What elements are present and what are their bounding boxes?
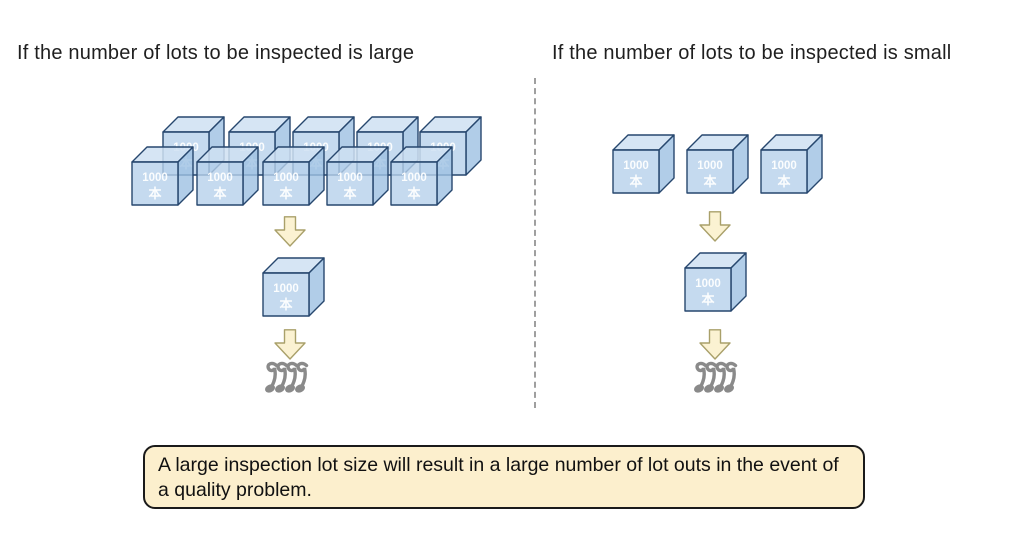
right-lots-cube-group: 1000 本 1000 本 1000 本 bbox=[612, 134, 823, 194]
cube-label-quantity: 1000 bbox=[771, 160, 797, 172]
down-arrow bbox=[274, 216, 306, 247]
cube-label-quantity: 1000 bbox=[401, 172, 427, 184]
lot-cube: 1000 本 bbox=[684, 252, 747, 312]
lot-cube: 1000 本 bbox=[262, 146, 325, 206]
right-sample-cube: 1000 本 bbox=[684, 252, 747, 312]
right-panel-title: If the number of lots to be inspected is… bbox=[552, 42, 952, 64]
cube-label-quantity: 1000 bbox=[273, 172, 299, 184]
note-callout: A large inspection lot size will result … bbox=[143, 445, 865, 509]
cube-label-unit: 本 bbox=[279, 186, 292, 201]
lot-cube: 1000 本 bbox=[760, 134, 823, 194]
cube-label-unit: 本 bbox=[343, 186, 356, 201]
cube-label-quantity: 1000 bbox=[695, 278, 721, 290]
cube-label-unit: 本 bbox=[703, 174, 716, 189]
left-sample-cube: 1000 本 bbox=[262, 257, 325, 317]
left-lots-cube-group: 1000本1000本1000本1000本1000本1000本1000本1000本… bbox=[131, 116, 482, 206]
vertical-dashed-divider bbox=[534, 78, 536, 408]
crowd-icon bbox=[262, 361, 309, 396]
down-arrow bbox=[699, 329, 731, 360]
cube-label-unit: 本 bbox=[701, 292, 714, 307]
cube-label-unit: 本 bbox=[279, 297, 292, 312]
cube-label-unit: 本 bbox=[407, 186, 420, 201]
cube-label-quantity: 1000 bbox=[142, 172, 168, 184]
lot-cube: 1000 本 bbox=[196, 146, 259, 206]
cube-label-quantity: 1000 bbox=[273, 283, 299, 295]
cube-label-quantity: 1000 bbox=[623, 160, 649, 172]
crowd-icon bbox=[691, 361, 738, 396]
cube-label-quantity: 1000 bbox=[697, 160, 723, 172]
cube-label-unit: 本 bbox=[148, 186, 161, 201]
left-panel-title: If the number of lots to be inspected is… bbox=[17, 42, 415, 64]
lot-cube: 1000 本 bbox=[686, 134, 749, 194]
cube-label-quantity: 1000 bbox=[207, 172, 233, 184]
cube-label-unit: 本 bbox=[213, 186, 226, 201]
lot-cube: 1000 本 bbox=[612, 134, 675, 194]
lot-cube: 1000 本 bbox=[131, 146, 194, 206]
lot-cube: 1000 本 bbox=[326, 146, 389, 206]
lot-cube: 1000 本 bbox=[390, 146, 453, 206]
down-arrow bbox=[274, 329, 306, 360]
cube-label-quantity: 1000 bbox=[337, 172, 363, 184]
cube-label-unit: 本 bbox=[629, 174, 642, 189]
cube-label-unit: 本 bbox=[777, 174, 790, 189]
down-arrow bbox=[699, 211, 731, 242]
lot-cube: 1000 本 bbox=[262, 257, 325, 317]
